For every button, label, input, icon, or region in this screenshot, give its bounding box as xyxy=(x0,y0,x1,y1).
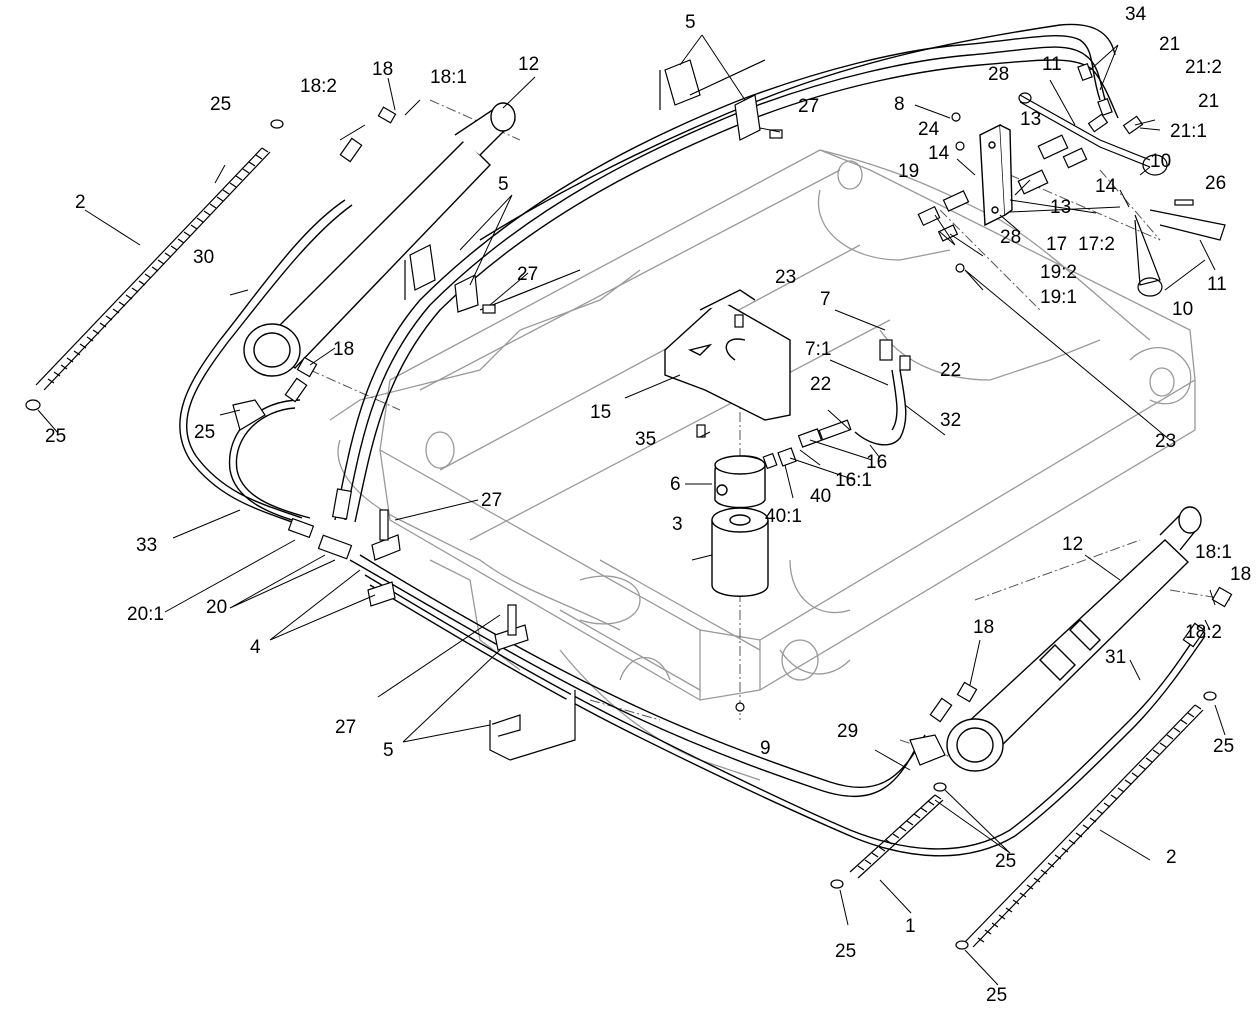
callout-13-bottom: 13 xyxy=(1050,197,1071,218)
callout-21-top: 21 xyxy=(1159,34,1180,55)
callout-27-mid: 27 xyxy=(517,264,538,285)
callout-31: 31 xyxy=(1105,647,1126,668)
callout-25-bottom-left: 25 xyxy=(835,941,856,962)
callout-5-bottom: 5 xyxy=(383,740,394,761)
callout-4: 4 xyxy=(250,637,261,658)
callout-1: 1 xyxy=(905,916,916,937)
callout-16: 16 xyxy=(866,452,887,473)
callout-27-bottom: 27 xyxy=(335,717,356,738)
callout-11-top: 11 xyxy=(1042,54,1062,75)
callout-14-right: 14 xyxy=(1095,176,1117,197)
callout-34: 34 xyxy=(1125,4,1147,25)
valve-manifold xyxy=(979,123,1013,227)
callout-29: 29 xyxy=(837,721,858,742)
callout-40: 40 xyxy=(810,486,831,507)
cable-assembly xyxy=(1018,92,1226,297)
callout-19-2: 19:2 xyxy=(1040,262,1077,283)
callout-9: 9 xyxy=(760,738,771,759)
callout-20-1: 20:1 xyxy=(127,604,164,625)
callout-16-1: 16:1 xyxy=(835,470,872,491)
callout-17: 17 xyxy=(1046,234,1067,255)
callout-28-top: 28 xyxy=(988,64,1009,85)
callout-12-bottom: 12 xyxy=(1062,534,1083,555)
callout-21-right: 21 xyxy=(1198,91,1219,112)
callout-22-right: 22 xyxy=(940,360,961,381)
callout-19-1: 19:1 xyxy=(1040,287,1077,308)
callout-20: 20 xyxy=(206,597,227,618)
small-hardware xyxy=(25,112,1217,950)
callout-7-1: 7:1 xyxy=(805,339,831,360)
callout-23-top: 23 xyxy=(775,267,796,288)
fittings xyxy=(284,62,1233,723)
lift-cylinder-lower xyxy=(946,506,1202,772)
callout-28-right: 28 xyxy=(1000,227,1021,248)
callout-22-mid: 22 xyxy=(810,374,831,395)
callout-14-left: 14 xyxy=(928,143,950,164)
callout-35: 35 xyxy=(635,429,656,450)
callout-21-1: 21:1 xyxy=(1170,121,1207,142)
callout-11-bottom: 11 xyxy=(1207,274,1227,295)
callout-10-top: 10 xyxy=(1150,151,1171,172)
callout-5-top: 5 xyxy=(685,12,696,33)
filter-mount-bracket xyxy=(664,289,791,421)
callout-27-top: 27 xyxy=(798,96,819,117)
callout-25-right: 25 xyxy=(1213,736,1234,757)
callout-2-right: 2 xyxy=(1166,847,1177,868)
callout-32: 32 xyxy=(940,410,961,431)
callout-7: 7 xyxy=(820,289,831,310)
callout-33: 33 xyxy=(136,535,157,556)
callout-8: 8 xyxy=(894,94,905,115)
hose-guard-spring-right xyxy=(964,704,1204,948)
callout-25-mid: 25 xyxy=(194,422,215,443)
callout-labels: 1 2 2 3 4 5 5 5 6 7 7:1 8 9 10 10 11 11 … xyxy=(45,4,1251,1006)
callout-3: 3 xyxy=(672,514,683,535)
callout-30: 30 xyxy=(193,247,214,268)
callout-10-bottom: 10 xyxy=(1172,299,1193,320)
filter-cartridge xyxy=(711,507,769,597)
callout-18-1-right: 18:1 xyxy=(1195,542,1232,563)
callout-13-top: 13 xyxy=(1020,109,1041,130)
callout-6: 6 xyxy=(670,474,681,495)
callout-19: 19 xyxy=(898,161,919,182)
callout-40-1: 40:1 xyxy=(765,506,802,527)
callout-18-right: 18 xyxy=(1230,564,1251,585)
callout-18-top: 18 xyxy=(372,59,393,80)
hoses xyxy=(179,23,1206,857)
callout-17-2: 17:2 xyxy=(1078,234,1115,255)
leader-lines xyxy=(37,34,1226,986)
hose-clamps xyxy=(367,59,766,761)
callout-18-lower: 18 xyxy=(973,617,994,638)
callout-24: 24 xyxy=(918,119,940,140)
callout-15: 15 xyxy=(590,402,611,423)
callout-25-bottom: 25 xyxy=(986,985,1007,1006)
callout-5-mid: 5 xyxy=(498,174,509,195)
callout-26: 26 xyxy=(1205,173,1226,194)
callout-18-left: 18 xyxy=(333,339,354,360)
callout-18-1-top: 18:1 xyxy=(430,67,467,88)
callout-25-left: 25 xyxy=(45,426,66,447)
callout-12-top: 12 xyxy=(518,54,539,75)
callout-23-right: 23 xyxy=(1155,431,1176,452)
filter-head xyxy=(714,455,766,509)
callout-18-2-right: 18:2 xyxy=(1185,622,1222,643)
callout-2-left: 2 xyxy=(75,192,86,213)
lift-cylinder-upper xyxy=(243,102,516,377)
callout-18-2-top: 18:2 xyxy=(300,76,337,97)
callout-21-2: 21:2 xyxy=(1185,57,1222,78)
hose-guard-spring-short xyxy=(849,794,944,879)
hose-guard-spring-left xyxy=(35,147,271,391)
callout-27-lower: 27 xyxy=(481,490,502,511)
callout-25-top: 25 xyxy=(210,94,231,115)
callout-25-center: 25 xyxy=(995,851,1016,872)
